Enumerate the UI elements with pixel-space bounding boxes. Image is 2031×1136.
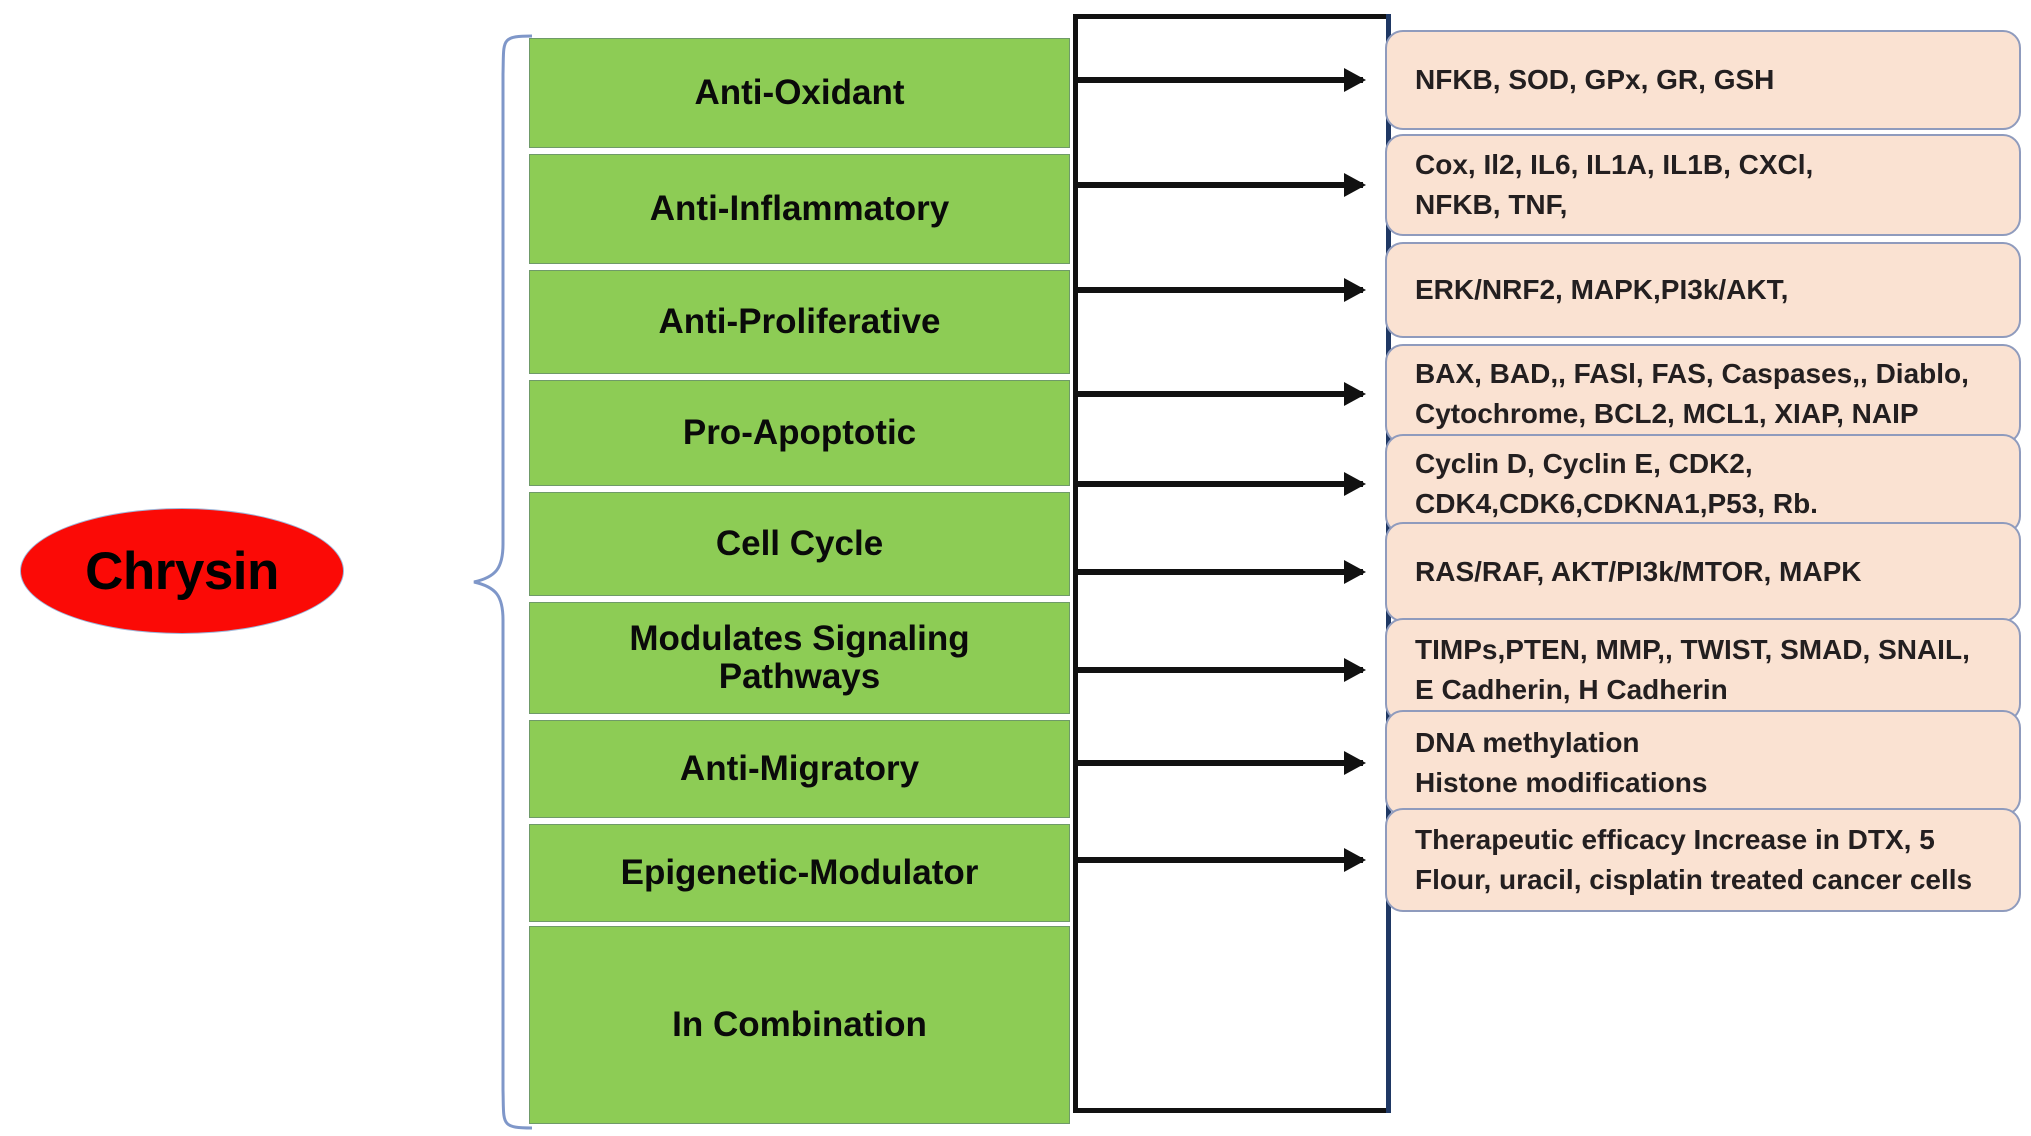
target-box-anti-oxidant[interactable]: NFKB, SOD, GPx, GR, GSH	[1385, 30, 2021, 130]
arrow-to-modulates-signaling	[1075, 560, 1366, 584]
target-box-anti-proliferative[interactable]: ERK/NRF2, MAPK,PI3k/AKT,	[1385, 242, 2021, 338]
category-box-cell-cycle[interactable]: Cell Cycle	[529, 492, 1070, 596]
category-box-in-combination[interactable]: In Combination	[529, 926, 1070, 1124]
category-box-anti-oxidant[interactable]: Anti-Oxidant	[529, 38, 1070, 148]
target-box-pro-apoptotic[interactable]: BAX, BAD,, FASl, FAS, Caspases,, Diablo,…	[1385, 344, 2021, 444]
target-label: TIMPs,PTEN, MMP,, TWIST, SMAD, SNAIL, E …	[1415, 634, 1970, 705]
category-label: Cell Cycle	[715, 524, 884, 564]
curly-brace-icon	[473, 34, 533, 1130]
target-label: DNA methylation Histone modifications	[1415, 727, 1708, 798]
arrow-to-in-combination	[1075, 848, 1366, 872]
category-label: Pro-Apoptotic	[682, 413, 917, 453]
target-label: NFKB, SOD, GPx, GR, GSH	[1415, 64, 1775, 96]
target-box-anti-migratory[interactable]: TIMPs,PTEN, MMP,, TWIST, SMAD, SNAIL, E …	[1385, 618, 2021, 722]
connector-frame	[1073, 14, 1391, 1113]
arrow-to-anti-migratory	[1075, 658, 1366, 682]
arrow-to-anti-oxidant	[1075, 68, 1366, 92]
category-label: Anti-Proliferative	[658, 302, 941, 342]
target-box-cell-cycle[interactable]: Cyclin D, Cyclin E, CDK2, CDK4,CDK6,CDKN…	[1385, 434, 2021, 534]
category-label: Anti-Inflammatory	[649, 189, 950, 229]
target-label: RAS/RAF, AKT/PI3k/MTOR, MAPK	[1415, 556, 1862, 588]
target-label: BAX, BAD,, FASl, FAS, Caspases,, Diablo,…	[1415, 358, 1969, 429]
target-label: Cox, Il2, IL6, IL1A, IL1B, CXCl, NFKB, T…	[1415, 149, 1814, 220]
target-box-modulates-signaling[interactable]: RAS/RAF, AKT/PI3k/MTOR, MAPK	[1385, 522, 2021, 622]
target-label: ERK/NRF2, MAPK,PI3k/AKT,	[1415, 274, 1789, 306]
category-column: Anti-Oxidant Anti-Inflammatory Anti-Prol…	[529, 38, 1070, 1124]
category-box-modulates-signaling-pathways[interactable]: Modulates Signaling Pathways	[529, 602, 1070, 714]
category-box-anti-inflammatory[interactable]: Anti-Inflammatory	[529, 154, 1070, 264]
category-box-anti-proliferative[interactable]: Anti-Proliferative	[529, 270, 1070, 374]
category-box-anti-migratory[interactable]: Anti-Migratory	[529, 720, 1070, 818]
target-label: Cyclin D, Cyclin E, CDK2, CDK4,CDK6,CDKN…	[1415, 448, 1818, 519]
arrow-to-anti-proliferative	[1075, 278, 1366, 302]
root-node-label: Chrysin	[85, 541, 279, 601]
target-box-in-combination[interactable]: Therapeutic efficacy Increase in DTX, 5 …	[1385, 808, 2021, 912]
arrow-to-cell-cycle	[1075, 472, 1366, 496]
target-box-anti-inflammatory[interactable]: Cox, Il2, IL6, IL1A, IL1B, CXCl, NFKB, T…	[1385, 134, 2021, 236]
arrow-to-pro-apoptotic	[1075, 382, 1366, 406]
category-box-pro-apoptotic[interactable]: Pro-Apoptotic	[529, 380, 1070, 486]
target-box-epigenetic-modulator[interactable]: DNA methylation Histone modifications	[1385, 710, 2021, 816]
category-label: Anti-Migratory	[679, 749, 920, 789]
category-label: In Combination	[672, 1005, 927, 1045]
category-label: Anti-Oxidant	[694, 73, 905, 113]
category-label: Epigenetic-Modulator	[620, 853, 979, 893]
root-node-chrysin[interactable]: Chrysin	[20, 508, 344, 634]
target-column: NFKB, SOD, GPx, GR, GSH Cox, Il2, IL6, I…	[1385, 30, 2021, 1120]
category-box-epigenetic-modulator[interactable]: Epigenetic-Modulator	[529, 824, 1070, 922]
category-label: Modulates Signaling Pathways	[629, 619, 970, 696]
arrow-to-epigenetic-modulator	[1075, 751, 1366, 775]
target-label: Therapeutic efficacy Increase in DTX, 5 …	[1415, 824, 1973, 895]
arrow-to-anti-inflammatory	[1075, 173, 1366, 197]
